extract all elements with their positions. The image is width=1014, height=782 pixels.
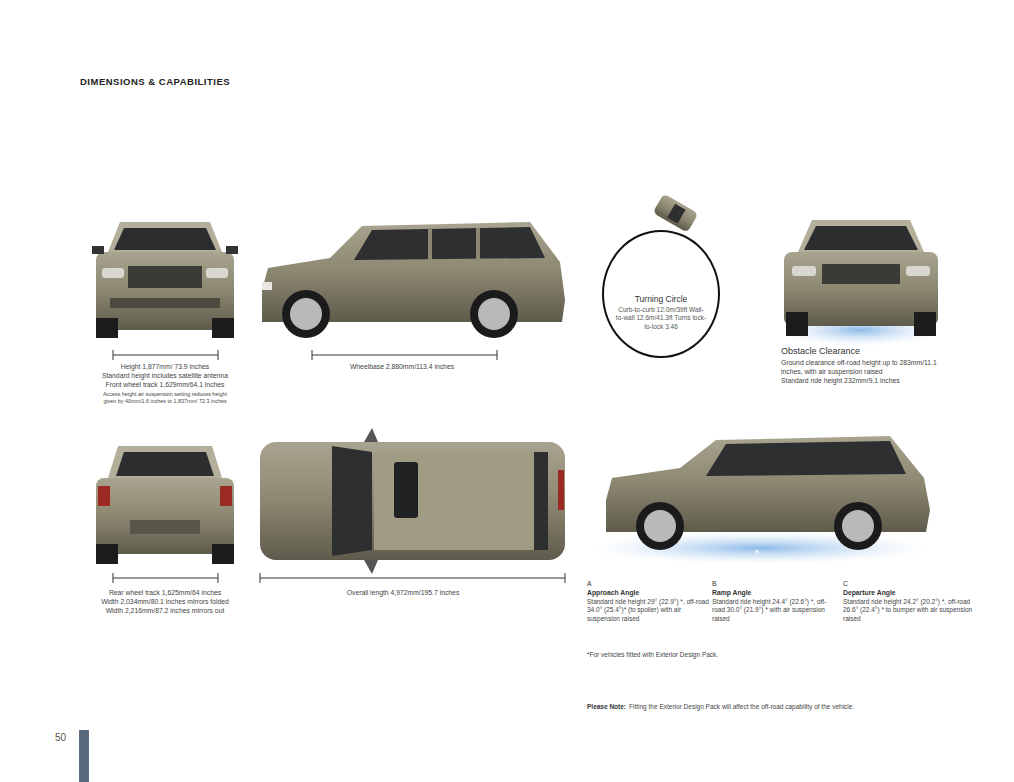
- capability-text: Standard ride height 232mm/9.1 inches: [781, 377, 956, 386]
- note-text: Fitting the Exterior Design Pack will af…: [629, 703, 854, 711]
- dimension-text: Width 2,034mm/80.1 inches mirrors folded: [75, 598, 255, 607]
- front-view-clearance: [780, 220, 940, 346]
- footnote: *For vehicles fitted with Exterior Desig…: [587, 651, 718, 659]
- angle-text: Standard ride height 24.4° (22.6°) *, of…: [712, 598, 838, 623]
- angle-letter: B: [712, 580, 717, 589]
- angle-marker: A: [630, 549, 634, 557]
- rear-view: [96, 446, 234, 564]
- dimension-note: Access height air suspension setting red…: [100, 391, 230, 405]
- section-heading: Obstacle Clearance: [781, 346, 860, 358]
- dimension-text: Width 2,216mm/87.2 inches mirrors out: [75, 607, 255, 616]
- capability-text: Ground clearance off-road height up to 2…: [781, 359, 956, 377]
- turning-car: [653, 194, 699, 233]
- side-view: [262, 222, 565, 338]
- front-view: [92, 222, 238, 338]
- angle-name: Departure Angle: [843, 589, 896, 598]
- circle-detail: Curb-to-curb 12.0m/39ft Wall-to-wall 12.…: [615, 306, 707, 331]
- turning-circle: Turning CircleCurb-to-curb 12.0m/39ft Wa…: [602, 230, 720, 358]
- angle-name: Ramp Angle: [712, 589, 751, 598]
- dimension-text: Wheelbase 2,880mm/113.4 inches: [312, 363, 492, 372]
- page-bar: [79, 730, 89, 782]
- angle-text: Standard ride height 24.2° (20.2°) *, of…: [843, 598, 983, 623]
- page-number: 50: [55, 731, 66, 744]
- angle-marker: C: [894, 549, 898, 557]
- dimension-text: Front wheel track 1,629mm/64.1 inches: [75, 381, 255, 390]
- side-view-angles: [590, 436, 930, 564]
- dimension-text: Standard height includes satellite anten…: [75, 372, 255, 381]
- circle-heading: Turning Circle: [611, 294, 711, 305]
- angle-text: Standard ride height 29° (22.9°) *, off-…: [587, 598, 709, 623]
- angle-name: Approach Angle: [587, 589, 639, 598]
- angle-letter: C: [843, 580, 848, 589]
- dimension-text: Overall length 4,972mm/195.7 inches: [303, 589, 503, 598]
- dimension-text: Rear wheel track 1,625mm/64 inches: [75, 589, 255, 598]
- angle-marker: B: [755, 549, 759, 557]
- dimension-text: Height 1,877mm/ 73.9 inches: [85, 363, 245, 372]
- note-label: Please Note:: [587, 703, 626, 711]
- angle-letter: A: [587, 580, 592, 589]
- top-view: [260, 428, 565, 574]
- page-title: DIMENSIONS & CAPABILITIES: [80, 76, 230, 88]
